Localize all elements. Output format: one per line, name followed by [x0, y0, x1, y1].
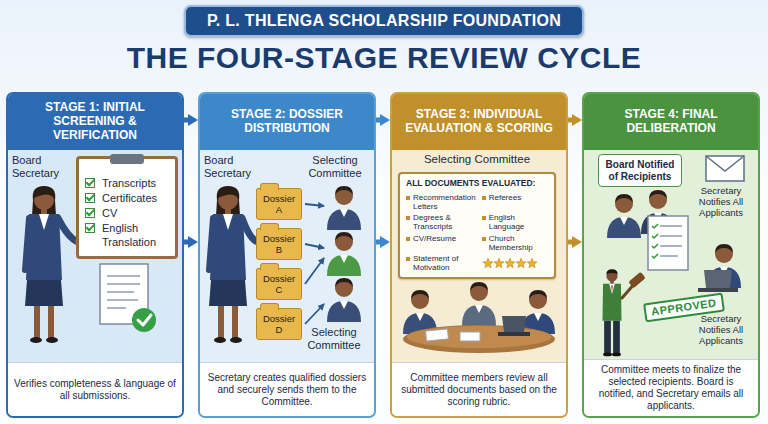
rating-star — [527, 258, 537, 267]
dossier-label: Dossier D — [259, 314, 299, 336]
note-label: Secretary Notifies All Applicants — [686, 186, 756, 219]
checklist-clipboard: TranscriptsCertificatesCVEnglish Transla… — [76, 156, 178, 259]
box-text: Board Notified of Recipients — [604, 159, 676, 182]
checklist-item: CV — [85, 206, 169, 220]
dossier-folder: Dossier D — [256, 308, 302, 340]
checklist-item: English Translation — [85, 221, 169, 249]
document-item: English Language — [482, 213, 548, 231]
stage-panel: STAGE 3: INDIVIDUAL EVALUATION & SCORING… — [390, 92, 568, 418]
dossier-folder: Dossier B — [256, 228, 302, 260]
document-item: Degrees & Transcripts — [406, 213, 476, 231]
dossier-label: Dossier C — [259, 274, 299, 296]
note-label: Secretary Notifies All Applicants — [686, 314, 756, 347]
stage-arrow — [184, 240, 188, 245]
stage-heading: STAGE 3: INDIVIDUAL EVALUATION & SCORING — [392, 94, 566, 150]
stage-heading: STAGE 4: FINAL DELIBERATION — [584, 94, 758, 150]
stage-caption: Committee members review all submitted d… — [392, 362, 566, 416]
rating-star — [505, 258, 515, 267]
role-label: Board Secretary — [204, 154, 264, 179]
stage-arrow — [568, 240, 572, 245]
rating-star — [483, 258, 493, 267]
role-label: Board Secretary — [12, 154, 72, 179]
document-item: Referees — [482, 193, 548, 211]
stage-caption: Secretary creates qualified dossiers and… — [200, 362, 374, 416]
document-item: Recommendation Letters — [406, 193, 476, 211]
banner-text: P. L. THLENGA SCHOLARSHIP FOUNDATION — [207, 12, 561, 30]
stage-heading: STAGE 1: INITIAL SCREENING & VERIFICATIO… — [8, 94, 182, 150]
dossier-label: Dossier B — [259, 234, 299, 256]
checklist-item: Transcripts — [85, 176, 169, 190]
rating-star — [516, 258, 526, 267]
role-label: Selecting Committee — [296, 326, 372, 351]
stage-arrow — [184, 118, 188, 123]
notice-box: Board Notified of Recipients — [598, 154, 682, 187]
stage-arrow — [568, 118, 572, 123]
page-title: THE FOUR-STAGE REVIEW CYCLE — [0, 40, 768, 76]
stage-panel: STAGE 1: INITIAL SCREENING & VERIFICATIO… — [6, 92, 184, 418]
dossier-label: Dossier A — [259, 194, 299, 216]
board-heading: ALL DOCUMENTS EVALUATED: — [406, 179, 548, 189]
dossier-folder: Dossier C — [256, 268, 302, 300]
document-item: Statement of Motivation — [406, 254, 476, 272]
rating-star — [494, 258, 504, 267]
stage-panel: STAGE 4: FINAL DELIBERATION Committee mee… — [582, 92, 760, 418]
stage-caption: Verifies completeness & language of all … — [8, 362, 182, 416]
stage-arrow — [376, 240, 380, 245]
role-label: Selecting Committee — [298, 154, 372, 179]
evaluation-board: ALL DOCUMENTS EVALUATED: Recommendation L… — [398, 172, 556, 279]
document-item: Church Membership — [482, 234, 548, 252]
stage-heading: STAGE 2: DOSSIER DISTRIBUTION — [200, 94, 374, 150]
document-item: CV/Resume — [406, 234, 476, 252]
checklist-item: Certificates — [85, 191, 169, 205]
stage-panel: STAGE 2: DOSSIER DISTRIBUTION Secretary c… — [198, 92, 376, 418]
role-label: Selecting Committee — [398, 153, 556, 166]
stage-caption: Committee meets to finalize the selected… — [584, 359, 758, 416]
dossier-folder: Dossier A — [256, 188, 302, 220]
title-banner: P. L. THLENGA SCHOLARSHIP FOUNDATION — [184, 5, 584, 37]
rating-stars — [482, 258, 538, 269]
stage-arrow — [376, 118, 380, 123]
